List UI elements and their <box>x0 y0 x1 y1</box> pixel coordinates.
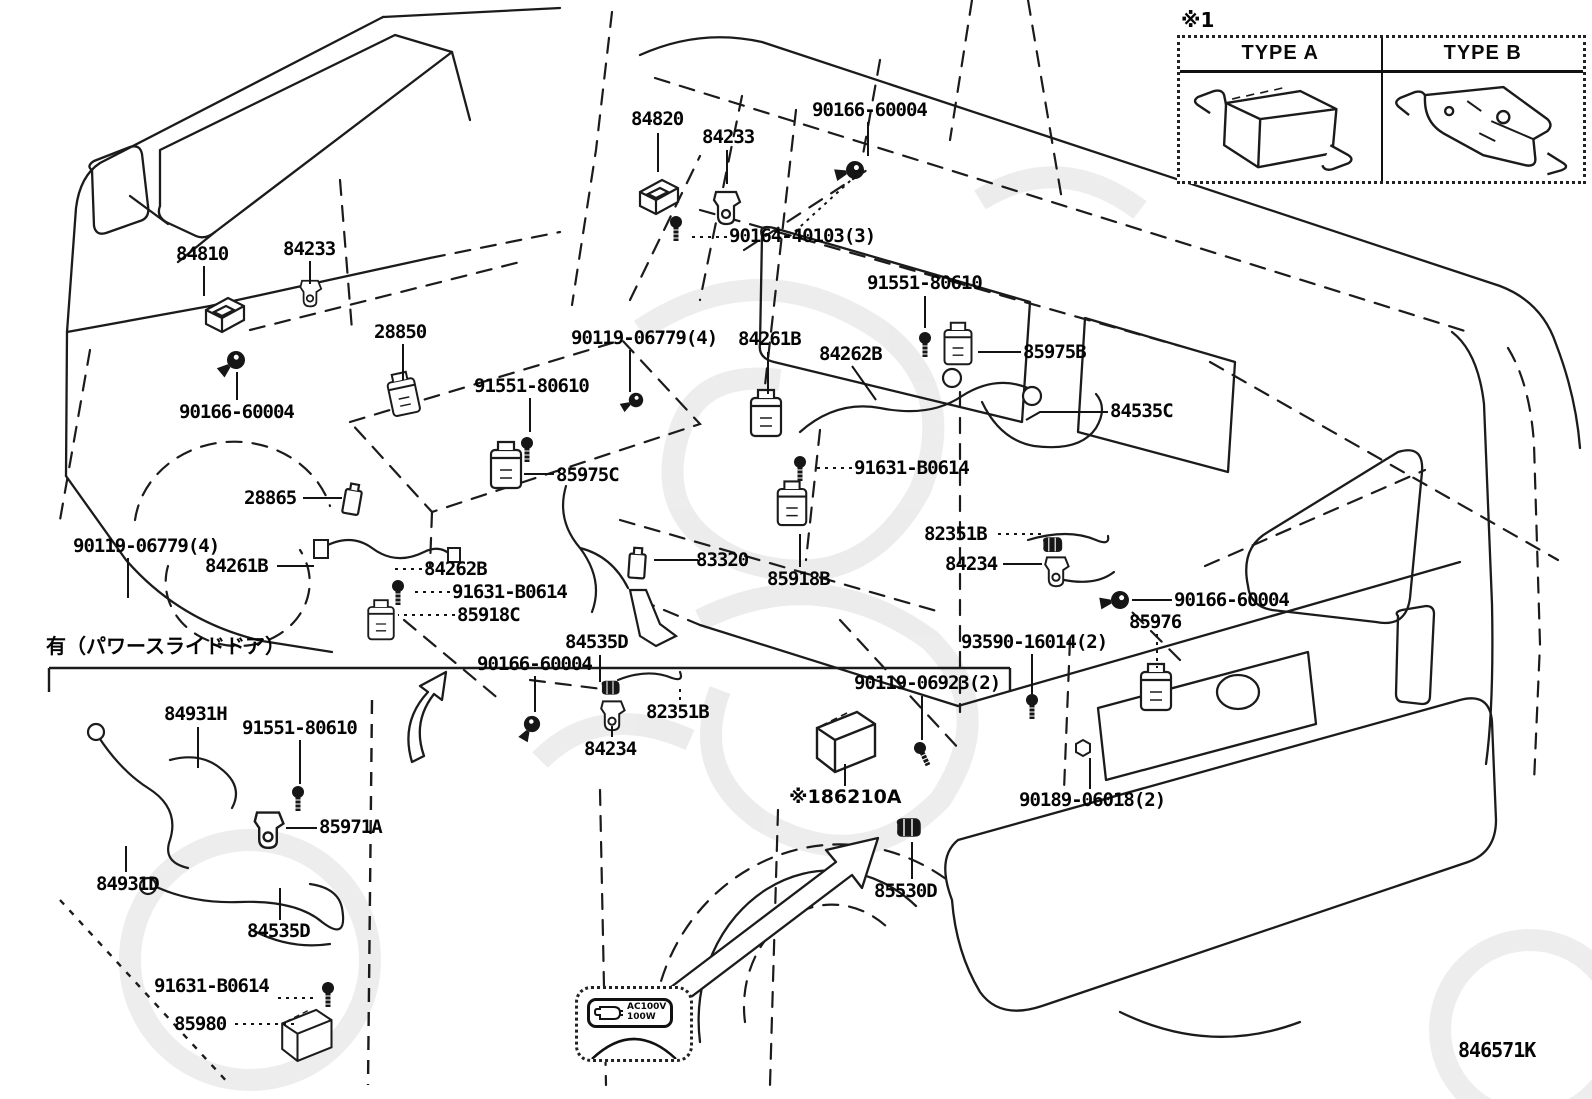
inset-bracket <box>47 666 1012 1086</box>
part-label: 85975C <box>556 464 620 486</box>
ac-outlet-inner: AC100V 100W <box>587 998 673 1028</box>
type-b-drawing <box>1383 73 1584 181</box>
part-label: 84234 <box>945 553 998 575</box>
power-plug-icon <box>594 1006 623 1020</box>
part-label: 90119-06779(4) <box>73 535 220 557</box>
type-a-drawing <box>1180 72 1383 181</box>
diagram-code: 846571K <box>1458 1038 1536 1062</box>
front-cab-outline <box>64 6 562 654</box>
part-label: 84261B <box>205 555 269 577</box>
part-label: 91631-B0614 <box>452 581 568 603</box>
watermark <box>119 166 1592 1099</box>
part-label: 84233 <box>702 126 755 148</box>
wire-harnesses <box>86 367 1116 947</box>
outlet-rating-text: AC100V 100W <box>627 1002 667 1022</box>
part-label: 91631-B0614 <box>154 975 270 997</box>
dotted-leaders <box>235 169 1158 1025</box>
part-label: 85971A <box>319 816 383 838</box>
power-slide-door-note: 有（パワースライドドア） <box>46 634 285 658</box>
part-label: 90119-06923(2) <box>854 672 1001 694</box>
part-label: 28865 <box>244 487 297 509</box>
type-b-header: TYPE B <box>1443 42 1522 65</box>
part-label: 91631-B0614 <box>854 457 970 479</box>
part-label: 28850 <box>374 321 427 343</box>
type-a-header: TYPE A <box>1180 38 1383 70</box>
front-cab-hidden-lines <box>58 10 702 648</box>
part-label: 84262B <box>819 343 883 365</box>
part-label: 84535C <box>1110 400 1174 422</box>
part-label: 84535D <box>247 920 311 942</box>
part-label: 82351B <box>924 523 988 545</box>
ac-outlet-badge: AC100V 100W <box>575 986 693 1062</box>
part-label: 90119-06779(4) <box>571 327 718 349</box>
part-label: 90166-60004 <box>1174 589 1290 611</box>
part-label: 85918B <box>767 568 831 590</box>
part-label: 91551-80610 <box>242 717 358 739</box>
part-label: ※186210A <box>789 786 902 808</box>
part-label: 82351B <box>646 701 710 723</box>
part-label: 83320 <box>696 549 749 571</box>
part-label: 84261B <box>738 328 802 350</box>
leader-lines <box>125 122 1172 920</box>
part-label: 90166-60004 <box>477 653 593 675</box>
part-label: 84820 <box>631 108 684 130</box>
part-label: 84810 <box>176 243 229 265</box>
rear-body-outline <box>638 36 1582 1044</box>
part-label: 84262B <box>424 558 488 580</box>
part-label: 84931D <box>96 873 160 895</box>
part-label: 91551-80610 <box>867 272 983 294</box>
type-comparison-inset: TYPE A TYPE B <box>1177 35 1586 184</box>
pointer-arrows <box>407 670 880 1021</box>
part-label: 85975B <box>1023 341 1087 363</box>
inset-marker: ※1 <box>1181 8 1215 32</box>
part-label: 85530D <box>874 880 938 902</box>
part-label: 90166-60004 <box>179 401 295 423</box>
part-label: 85976 <box>1129 611 1182 633</box>
part-label: 90164-40103(3) <box>729 225 876 247</box>
part-label: 93590-16014(2) <box>961 631 1108 653</box>
part-label: 84233 <box>283 238 336 260</box>
part-label: 85918C <box>457 604 521 626</box>
part-label: 84931H <box>164 703 228 725</box>
part-label: 90166-60004 <box>812 99 928 121</box>
part-label: 85980 <box>174 1013 227 1035</box>
component-glyphs <box>204 158 1173 1062</box>
part-label: 91551-80610 <box>474 375 590 397</box>
part-label: 84234 <box>584 738 637 760</box>
part-label: 84535D <box>565 631 629 653</box>
part-label: 90189-06018(2) <box>1019 789 1166 811</box>
